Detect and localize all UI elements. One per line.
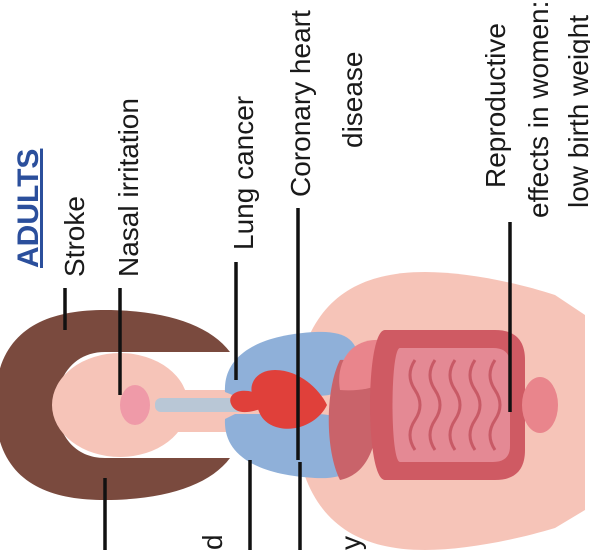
section-title: ADULTS (12, 149, 45, 268)
nasal-passage (120, 385, 150, 425)
label-coronary-line1: Coronary heart (285, 10, 316, 197)
trachea (155, 398, 243, 412)
label-reproductive-line2: effects in women: (523, 1, 554, 218)
label-stroke: Stroke (59, 196, 90, 277)
label-lung-cancer: Lung cancer (228, 96, 259, 250)
label-nasal-irritation: Nasal irritation (113, 98, 144, 277)
label-cut-off-d: d (197, 534, 228, 550)
uterus (522, 377, 558, 433)
label-coronary-line2: disease (337, 51, 368, 148)
label-cut-off-y: y (335, 536, 366, 550)
label-reproductive-line3: low birth weight (563, 15, 590, 208)
label-reproductive-line1: Reproductive (480, 23, 511, 188)
